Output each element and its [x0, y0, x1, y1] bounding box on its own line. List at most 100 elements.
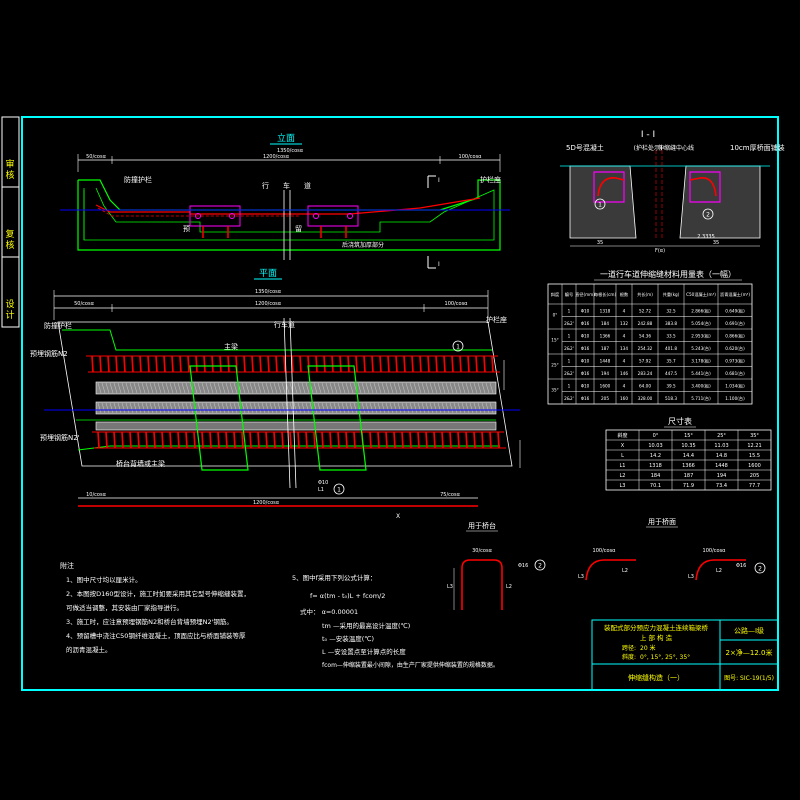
note-2: 2、本图按D160型设计，施工时如要采用其它型号伸缩缝装置， — [66, 589, 250, 598]
dim-cell: 15.5 — [749, 453, 760, 459]
plan-dim-total: 1350/cosα — [255, 289, 282, 295]
mat-cell: 52.72 — [639, 309, 651, 314]
mat-cell: 383.8 — [665, 321, 677, 326]
bar-detail-deck: 用于桥面 100/cosα L3 L2 100/cosα L3 L2 Φ16 2 — [578, 517, 766, 581]
plan-callout-1: 1 — [456, 344, 460, 351]
mat-cell: 4 — [623, 384, 626, 389]
notes: 附注 1、图中尺寸均以厘米计。 2、本图按D160型设计，施工时如要采用其它型号… — [60, 561, 499, 669]
mat-cell: 25° — [551, 363, 558, 368]
dim-cell: L1 — [620, 463, 626, 469]
tb-width: 2×净—12.0米 — [726, 648, 773, 657]
dim-cell: L3 — [620, 483, 626, 489]
plan-rebar-n2: 预埋钢筋N2 — [30, 349, 68, 358]
note-6: 的沥青混凝土。 — [66, 645, 112, 654]
mat-cell: 187 — [601, 346, 609, 351]
mat-cell: Φ16 — [581, 321, 590, 326]
mat-cell: 1.034(板) — [725, 383, 745, 390]
tb-span: 20 米 — [640, 644, 656, 652]
elevation-title: 立面 — [277, 132, 295, 144]
mat-cell: 5.054(台) — [691, 320, 711, 327]
mat-cell: 283.24 — [638, 371, 653, 376]
dim-cell: 14.8 — [716, 453, 727, 459]
plan-dim-3: 100/cosα — [445, 301, 469, 307]
mat-cell: 134 — [620, 346, 628, 351]
mat-cell: 4 — [623, 359, 626, 364]
dim-cell: 11.03 — [714, 443, 728, 449]
mat-header-1: 编号 — [565, 291, 573, 298]
mat-cell: 0.649(板) — [725, 308, 745, 315]
mat-header-6: 共重(kg) — [663, 291, 680, 298]
mat-header-4: 根数 — [620, 291, 629, 298]
section-dim-1: 35 — [597, 240, 603, 246]
mat-cell: Φ16 — [581, 371, 590, 376]
mat-cell: 1366 — [600, 334, 611, 339]
dim-cell: 70.1 — [650, 483, 661, 489]
tb-project: 装配式部分预应力混凝土连续箱梁桥 — [604, 623, 709, 632]
note-1: 1、图中尺寸均以厘米计。 — [66, 575, 142, 584]
plan-rebar-n2p: 预埋钢筋N2' — [40, 433, 80, 442]
dim-header: 0° — [653, 433, 659, 439]
mat-cell: 2&2' — [564, 371, 574, 376]
dim-header: 斜度 — [617, 432, 627, 439]
mat-header-0: 斜度 — [551, 291, 560, 298]
elev-dim-2: 1200/cosα — [263, 154, 290, 160]
formula-var-1: tm —采用的最高设计温度(℃) — [322, 621, 410, 630]
mat-cell: Φ16 — [581, 346, 590, 351]
formula-var-3: L —安设置点至计算点的长度 — [322, 647, 406, 656]
mat-cell: 1 — [568, 309, 571, 314]
dim-cell: 1366 — [682, 463, 695, 469]
elev-dim-3: 100/cosα — [459, 154, 483, 160]
detail-pier-len2: L2 — [506, 584, 512, 590]
dim-header: 35° — [750, 433, 759, 439]
side-strip — [1, 116, 20, 328]
main-bar-spec: Φ10 — [318, 480, 328, 486]
formula-title: 5、图中f采用下列公式计算： — [292, 573, 376, 582]
detail-deck-l2b: L2 — [716, 568, 722, 574]
plan-title: 平面 — [259, 268, 277, 279]
section-dim-4: 2.3335 — [697, 234, 715, 240]
dim-cell: 205 — [750, 473, 760, 479]
plan-dim-b3: 75/cosα — [440, 492, 460, 498]
mat-cell: 146 — [620, 371, 628, 376]
mat-cell: 0.620(台) — [725, 345, 745, 352]
mat-cell: 1.100(台) — [725, 395, 745, 402]
mat-cell: 3.178(板) — [691, 358, 711, 365]
elev-dim-total: 1350/cosα — [277, 148, 304, 154]
mat-cell: 205 — [601, 396, 609, 401]
elev-left-curb: 防撞护栏 — [124, 175, 152, 184]
mat-cell: 160 — [620, 396, 628, 401]
mat-header-2: 直径(mm) — [575, 291, 595, 297]
dim-cell: L — [621, 453, 624, 459]
mat-cell: Φ10 — [581, 359, 590, 364]
dim-cell: L2 — [620, 473, 626, 479]
dim-header: 25° — [717, 433, 726, 439]
material-table: 一道行车道伸缩缝材料用量表（一幅） 斜度编号直径(mm)每根长(cm)根数共长(… — [547, 269, 753, 405]
mat-cell: 254.32 — [638, 346, 653, 351]
mat-cell: 242.88 — [638, 321, 653, 326]
elev-pocket: 后浇筑加厚部分 — [342, 241, 384, 249]
tb-skew: 0°, 15°, 25°, 35° — [640, 654, 690, 661]
detail-pier-len1: L3 — [447, 584, 453, 590]
sheet-frame — [21, 116, 779, 691]
side-label-design: 设计 — [5, 300, 15, 321]
elev-right-word: 留 — [295, 224, 302, 233]
mat-cell: 0.973(板) — [725, 358, 745, 365]
plan-bridge-beam: 桥台背墙或主梁 — [116, 459, 165, 468]
mat-cell: 194 — [601, 371, 609, 376]
dim-cell: 1318 — [649, 463, 662, 469]
plan-dim-1: 50/cosα — [74, 301, 94, 307]
mat-cell: Φ10 — [581, 309, 590, 314]
mat-cell: 5.441(台) — [691, 370, 711, 377]
section-label-left: 5D号混凝土 — [566, 143, 604, 152]
dim-cell: 14.4 — [683, 453, 694, 459]
mat-cell: 39.5 — [666, 384, 676, 389]
mat-cell: 2&2' — [564, 346, 574, 351]
mat-cell: 518.3 — [665, 396, 677, 401]
mat-cell: 0.681(台) — [725, 370, 745, 377]
dim-cell: 71.9 — [683, 483, 694, 489]
section-label-right: 10cm厚桥面铺装 — [730, 143, 785, 152]
detail-pier-dim: 30/cosα — [472, 548, 492, 554]
dim-cell: 77.7 — [749, 483, 760, 489]
